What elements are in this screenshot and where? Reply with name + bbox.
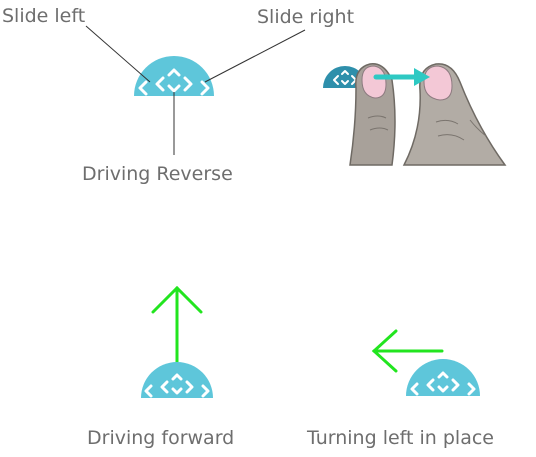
forward-up-arrow-icon [151, 285, 203, 364]
direction-chevrons-icon [410, 371, 476, 396]
label-slide-right: Slide right [257, 6, 354, 28]
finger-left-icon [349, 63, 396, 166]
joystick-half-circle-icon [134, 56, 214, 96]
label-turning-left: Turning left in place [306, 427, 494, 449]
joystick-pad-top [134, 56, 214, 96]
finger-right-icon [402, 63, 507, 166]
leader-line-slide-left [85, 25, 151, 83]
direction-chevrons-icon [144, 373, 210, 398]
turn-left-arrow-icon [371, 329, 444, 373]
swipe-gesture-illustration [323, 63, 507, 166]
direction-chevrons-icon [138, 68, 210, 96]
label-driving-forward: Driving forward [87, 427, 234, 449]
label-driving-reverse: Driving Reverse [82, 163, 233, 185]
swipe-right-arrow-icon [373, 68, 430, 86]
joystick-pad-turn [406, 359, 480, 396]
label-slide-left: Slide left [2, 5, 85, 27]
joystick-pad-forward [141, 362, 213, 398]
leader-line-slide-right [204, 29, 306, 83]
